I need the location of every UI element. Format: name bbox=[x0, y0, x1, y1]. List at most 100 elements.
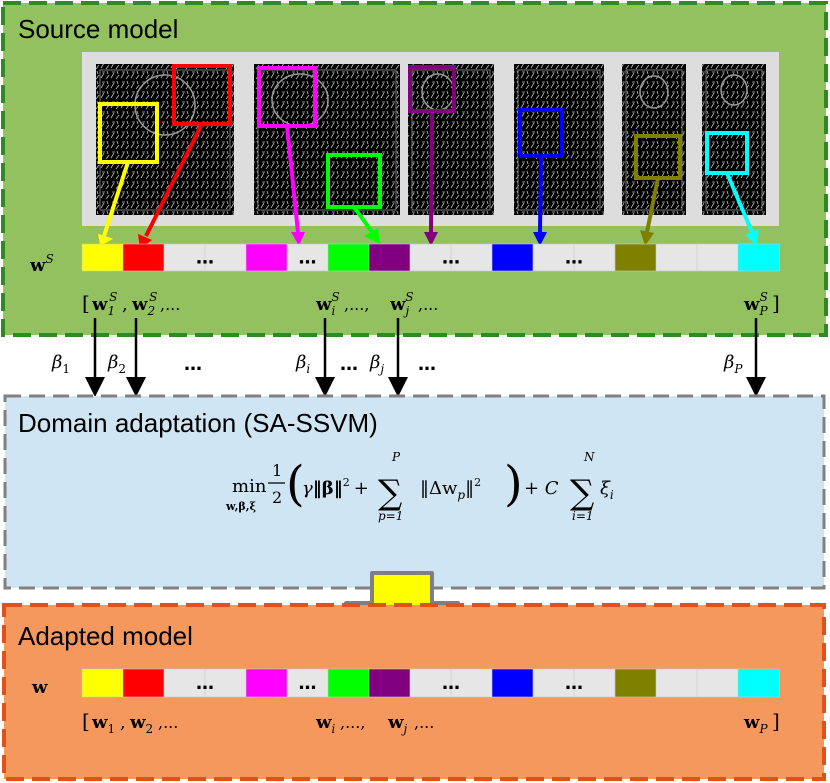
svg-text:ξi: ξi bbox=[600, 478, 614, 502]
seg-blue bbox=[491, 243, 534, 272]
beta-dots-b: … bbox=[340, 354, 358, 375]
svg-text:): ) bbox=[504, 456, 523, 512]
seg-red bbox=[122, 668, 165, 698]
adaptation-panel-box bbox=[3, 394, 826, 590]
svg-text:γ‖β‖2+: γ‖β‖2+ bbox=[302, 476, 369, 499]
svg-text:min: min bbox=[232, 476, 267, 497]
beta-dots-c: … bbox=[418, 354, 436, 375]
vector-dots-4: … bbox=[565, 673, 583, 694]
seg-olive bbox=[614, 243, 657, 272]
seg-gray-8 bbox=[655, 668, 698, 698]
seg-green bbox=[327, 243, 370, 272]
seg-yellow bbox=[81, 243, 124, 272]
source-label-wj: wjS bbox=[389, 290, 413, 318]
source-label-w1: w1S bbox=[91, 290, 117, 318]
source-open-bracket: [ bbox=[82, 291, 90, 315]
beta-1-label: β1 bbox=[51, 352, 70, 376]
adapted-ellipsis-a: ,... bbox=[158, 713, 178, 732]
beta-dots-a: … bbox=[184, 354, 202, 375]
hog-template-3 bbox=[408, 64, 494, 215]
source-model-panel: Source model bbox=[1, 1, 828, 337]
source-ellipsis-c: ,... bbox=[418, 295, 438, 314]
seg-cyan bbox=[737, 668, 780, 698]
beta-P-label: βP bbox=[723, 352, 743, 376]
seg-gray-9 bbox=[696, 243, 739, 272]
seg-yellow bbox=[81, 668, 124, 698]
svg-text:N: N bbox=[583, 450, 595, 464]
vector-dots-2: … bbox=[299, 673, 317, 694]
beta-2-label: β2 bbox=[107, 352, 126, 376]
seg-gray-1 bbox=[163, 243, 206, 272]
vector-dots-2: … bbox=[299, 248, 317, 269]
source-weight-vector: … … … … bbox=[81, 243, 780, 272]
seg-gray-5 bbox=[450, 243, 493, 272]
adapted-label-w1: w1 bbox=[91, 712, 115, 736]
domain-adaptation-panel: Domain adaptation (SA-SSVM) min w,β,ξ 1 … bbox=[3, 394, 826, 590]
adapted-weight-vector: … … … … bbox=[81, 668, 780, 698]
vector-dots-3: … bbox=[442, 673, 460, 694]
adapted-open-bracket: [ bbox=[82, 709, 90, 733]
svg-text:P: P bbox=[391, 450, 401, 464]
seg-magenta bbox=[245, 668, 288, 698]
seg-gray-4 bbox=[409, 243, 452, 272]
vector-dots-1: … bbox=[196, 248, 214, 269]
svg-text:,: , bbox=[122, 294, 128, 315]
adapted-model-panel: Adapted model w … … … … [ w1 , w2 ,... wi ,… bbox=[2, 603, 826, 781]
seg-olive bbox=[614, 668, 657, 698]
objective-formula: min w,β,ξ 1 2 ( γ‖β‖2+ P ∑ p=1 ‖Δwp‖2 ) … bbox=[225, 450, 614, 523]
adaptation-panel-title: Domain adaptation (SA-SSVM) bbox=[18, 408, 378, 438]
seg-red bbox=[122, 243, 165, 272]
svg-text:∑: ∑ bbox=[378, 473, 402, 513]
beta-arrows: β1 β2 … βi … βj … βP bbox=[51, 318, 766, 397]
vector-dots-3: … bbox=[442, 248, 460, 269]
beta-j-label: βj bbox=[369, 352, 384, 376]
seg-green bbox=[327, 668, 370, 698]
adapted-labels-row: [ w1 , w2 ,... wi ,..., wj ,... wP ] bbox=[82, 709, 780, 736]
adapted-label-wj: wj bbox=[387, 712, 408, 736]
seg-magenta bbox=[245, 243, 288, 272]
adapted-ellipsis-c: ,... bbox=[414, 713, 434, 732]
vector-dots-1: … bbox=[196, 673, 214, 694]
svg-text:∑: ∑ bbox=[570, 473, 594, 513]
source-panel-title: Source model bbox=[18, 14, 178, 44]
seg-gray-7 bbox=[573, 668, 616, 698]
source-vector-symbol: wS bbox=[29, 252, 54, 276]
seg-blue bbox=[491, 668, 534, 698]
source-close-bracket: ] bbox=[772, 291, 780, 315]
part-box-yellow bbox=[98, 102, 159, 164]
part-arrows bbox=[97, 110, 759, 249]
beta-i-label: βi bbox=[295, 352, 310, 376]
source-label-wP: wPS bbox=[743, 290, 769, 318]
svg-text:i=1: i=1 bbox=[572, 509, 594, 523]
svg-text:2: 2 bbox=[272, 488, 282, 507]
adapted-close-bracket: ] bbox=[772, 709, 780, 733]
seg-cyan bbox=[737, 243, 780, 272]
seg-gray-1 bbox=[163, 668, 206, 698]
source-labels-row: [ w1S , w2S ,... wiS ,..., wjS ,... wPS … bbox=[82, 290, 780, 318]
svg-text:w,β,ξ: w,β,ξ bbox=[225, 500, 257, 513]
hog-template-4 bbox=[514, 64, 604, 215]
seg-gray-3 bbox=[286, 668, 329, 698]
vector-dots-4: … bbox=[565, 248, 583, 269]
svg-text:,: , bbox=[120, 712, 126, 733]
adapted-ellipsis-b: ,..., bbox=[340, 713, 365, 732]
source-ellipsis-a: ,... bbox=[160, 295, 180, 314]
adapted-label-wP: wP bbox=[743, 712, 769, 736]
svg-text:1: 1 bbox=[272, 461, 282, 480]
source-ellipsis-b: ,..., bbox=[344, 295, 369, 314]
seg-gray-5 bbox=[450, 668, 493, 698]
adapted-label-wi: wi bbox=[315, 712, 336, 736]
svg-text:‖Δwp‖2: ‖Δwp‖2 bbox=[420, 476, 481, 502]
seg-purple bbox=[368, 243, 411, 272]
seg-gray-2 bbox=[204, 668, 247, 698]
adapted-panel-title: Adapted model bbox=[18, 621, 193, 651]
seg-gray-9 bbox=[696, 668, 739, 698]
seg-gray-4 bbox=[409, 668, 452, 698]
seg-purple bbox=[368, 668, 411, 698]
source-label-wi: wiS bbox=[315, 290, 340, 318]
svg-text:+ C: + C bbox=[524, 478, 559, 499]
adapted-vector-symbol: w bbox=[31, 677, 48, 698]
source-label-w2: w2S bbox=[131, 290, 157, 318]
seg-gray-8 bbox=[655, 243, 698, 272]
